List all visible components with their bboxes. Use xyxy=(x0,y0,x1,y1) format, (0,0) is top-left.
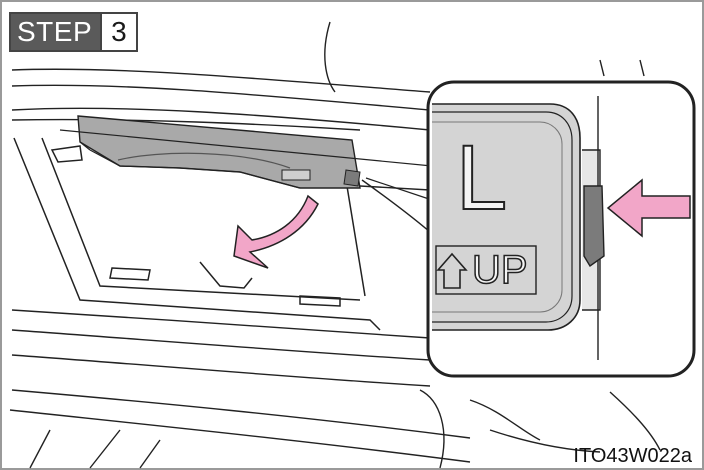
push-direction-arrow-icon xyxy=(606,178,691,238)
glove-box-opening xyxy=(13,137,381,331)
inset-tab-letter: L xyxy=(455,127,508,229)
detail-inset xyxy=(426,80,696,378)
figure-code: ITO43W022a xyxy=(573,445,692,467)
step-badge: STEP 3 xyxy=(9,12,138,52)
callout-lines xyxy=(59,129,433,201)
step-number: 3 xyxy=(100,14,136,50)
inset-up-label: UP xyxy=(471,248,528,292)
dashboard-contour-lines xyxy=(9,21,661,469)
glove-box-damper xyxy=(77,115,361,189)
swing-direction-arrow-icon xyxy=(233,194,319,269)
step-label: STEP xyxy=(11,14,101,50)
